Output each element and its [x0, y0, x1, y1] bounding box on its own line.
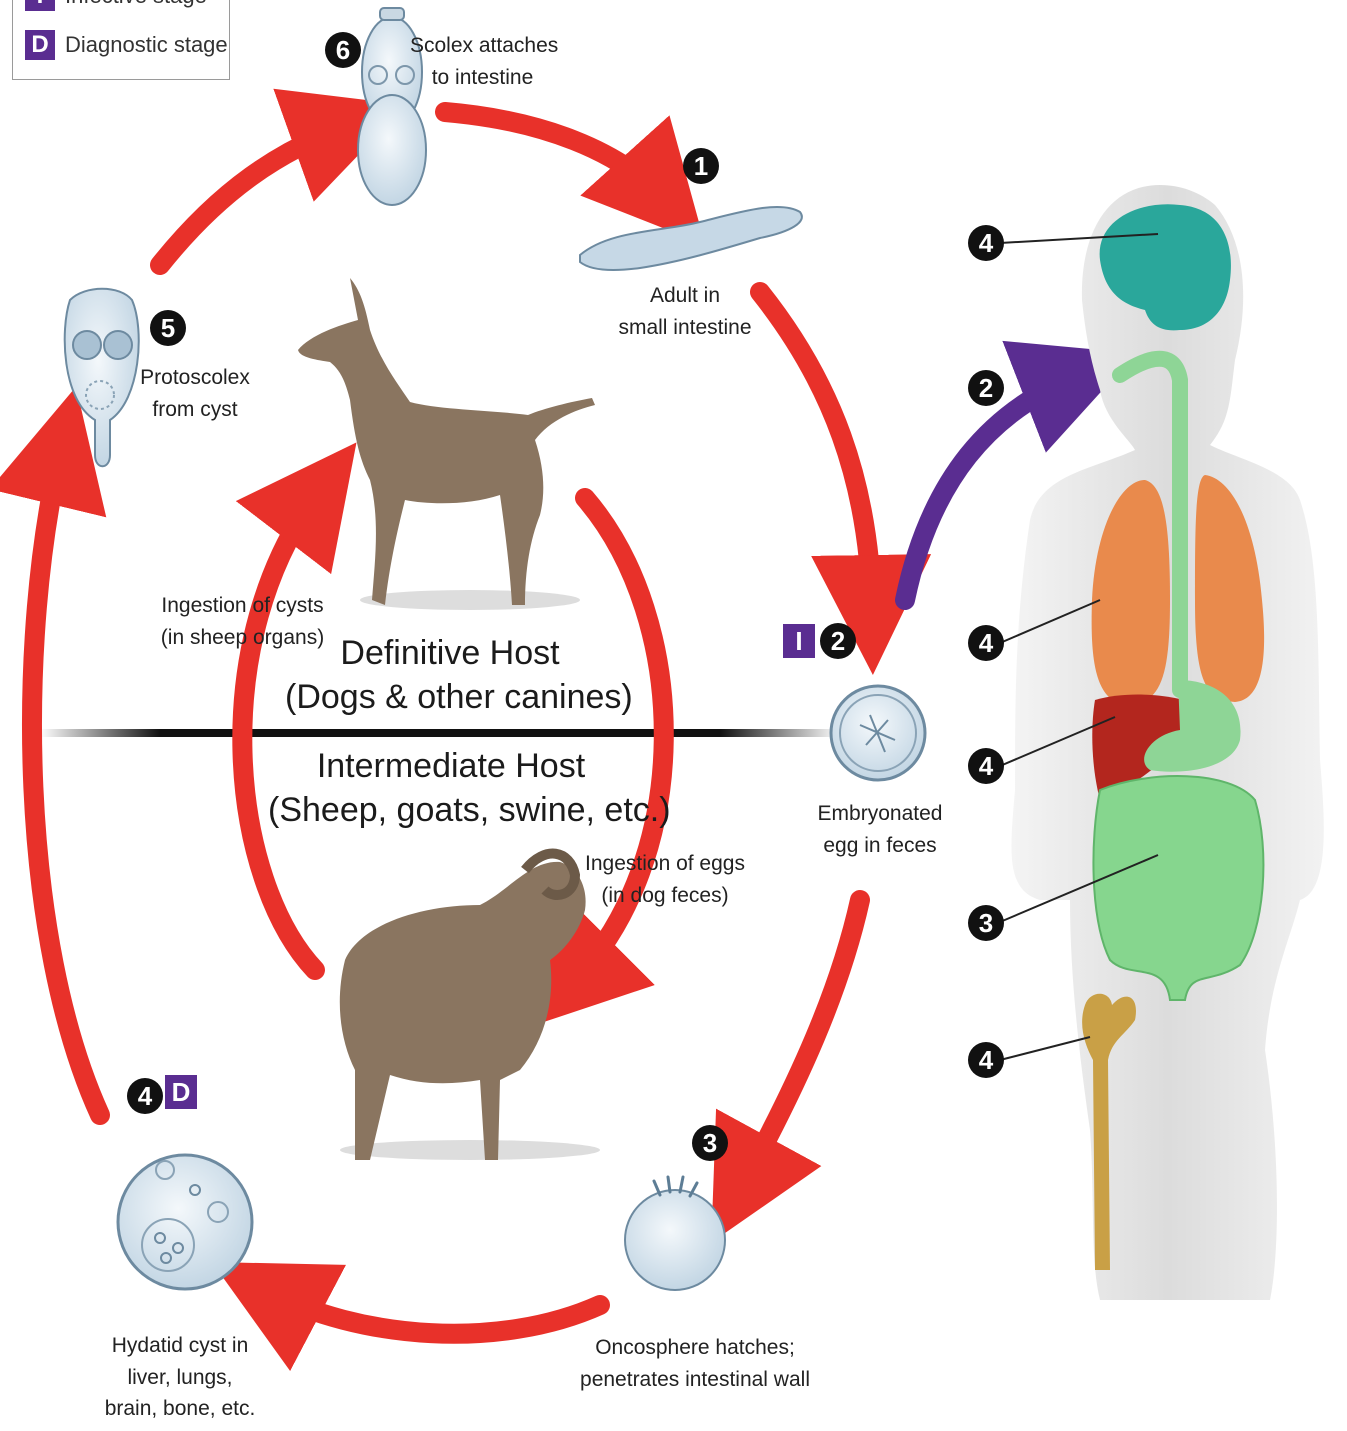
definitive-host-title: Definitive Host (Dogs & other canines)	[285, 632, 615, 719]
ingestion-eggs-line1: Ingestion of eggs	[585, 848, 745, 880]
ingestion-eggs-label: Ingestion of eggs (in dog feces)	[585, 848, 745, 911]
sheep-illustration	[340, 854, 600, 1160]
step-3-number: 3	[692, 1125, 728, 1161]
ingestion-cysts-label: Ingestion of cysts (in sheep organs)	[160, 590, 325, 653]
step-5-number: 5	[150, 310, 186, 346]
intermediate-host-line1: Intermediate Host	[268, 745, 634, 789]
legend-label-diagnostic: Diagnostic stage	[65, 32, 228, 58]
step-3-label-line1: Oncosphere hatches;	[575, 1332, 815, 1364]
step-1-label-line1: Adult in	[605, 280, 765, 312]
step-2-label-line1: Embryonated	[810, 798, 950, 830]
ingestion-cysts-line1: Ingestion of cysts	[160, 590, 325, 622]
dog-illustration	[298, 278, 595, 610]
arrow-1-to-2	[760, 292, 872, 615]
step-4-diagnostic-badge: D	[165, 1075, 197, 1109]
callout-lungs-number: 4	[968, 625, 1004, 661]
step-5-label-line2: from cyst	[130, 394, 260, 426]
legend-badge-infective: I	[25, 0, 55, 11]
legend-item-diagnostic: D Diagnostic stage	[25, 30, 228, 60]
hydatid-cyst-illustration	[118, 1155, 252, 1289]
arrow-3-to-4	[265, 1290, 600, 1334]
host-divider	[40, 729, 840, 737]
intestine-organ	[1093, 776, 1263, 1000]
step-1-label-line2: small intestine	[605, 312, 765, 344]
arrow-4-to-5	[32, 445, 100, 1115]
callout-mouth-number: 2	[968, 370, 1004, 406]
protoscolex-illustration	[65, 289, 139, 467]
step-2-label-line2: egg in feces	[810, 830, 950, 862]
intermediate-host-line2: (Sheep, goats, swine, etc.)	[268, 789, 634, 833]
step-6-label-line2: to intestine	[410, 62, 555, 94]
oncosphere-illustration	[625, 1177, 725, 1290]
arrow-2-to-3	[740, 900, 860, 1190]
callout-intestine-number: 3	[968, 905, 1004, 941]
legend-label-infective: Infective stage	[65, 0, 207, 9]
step-4-number: 4	[127, 1078, 163, 1114]
step-6-label-line1: Scolex attaches	[410, 30, 555, 62]
callout-liver-number: 4	[968, 748, 1004, 784]
step-1-number: 1	[683, 148, 719, 184]
embryonated-egg-illustration	[831, 686, 925, 780]
callout-bone-number: 4	[968, 1042, 1004, 1078]
legend: I Infective stage D Diagnostic stage	[12, 0, 230, 80]
arrow-5-to-6	[160, 125, 350, 265]
step-5-label-line1: Protoscolex	[130, 362, 260, 394]
arrow-6-to-1	[445, 112, 665, 200]
human-figure	[1011, 185, 1323, 1300]
callout-brain-number: 4	[968, 225, 1004, 261]
definitive-host-line1: Definitive Host	[285, 632, 615, 676]
step-6-label: Scolex attaches to intestine	[410, 30, 555, 93]
definitive-host-line2: (Dogs & other canines)	[285, 676, 615, 720]
step-3-label-line2: penetrates intestinal wall	[575, 1364, 815, 1396]
intermediate-host-title: Intermediate Host (Sheep, goats, swine, …	[268, 745, 634, 832]
step-5-label: Protoscolex from cyst	[130, 362, 260, 425]
step-1-label: Adult in small intestine	[605, 280, 765, 343]
ingestion-eggs-line2: (in dog feces)	[585, 880, 745, 912]
step-2-number: 2	[820, 623, 856, 659]
step-6-number: 6	[325, 32, 361, 68]
ingestion-cysts-line2: (in sheep organs)	[160, 622, 325, 654]
legend-badge-diagnostic: D	[25, 30, 55, 60]
step-4-label-line2: liver, lungs,	[95, 1362, 265, 1394]
adult-worm-illustration	[580, 207, 802, 270]
step-4-label-line3: brain, bone, etc.	[95, 1393, 265, 1425]
step-4-label: Hydatid cyst in liver, lungs, brain, bon…	[95, 1330, 265, 1425]
step-4-label-line1: Hydatid cyst in	[95, 1330, 265, 1362]
step-2-infective-badge: I	[783, 624, 815, 658]
legend-item-infective: I Infective stage	[25, 0, 207, 11]
step-2-label: Embryonated egg in feces	[810, 798, 950, 861]
step-3-label: Oncosphere hatches; penetrates intestina…	[575, 1332, 815, 1395]
